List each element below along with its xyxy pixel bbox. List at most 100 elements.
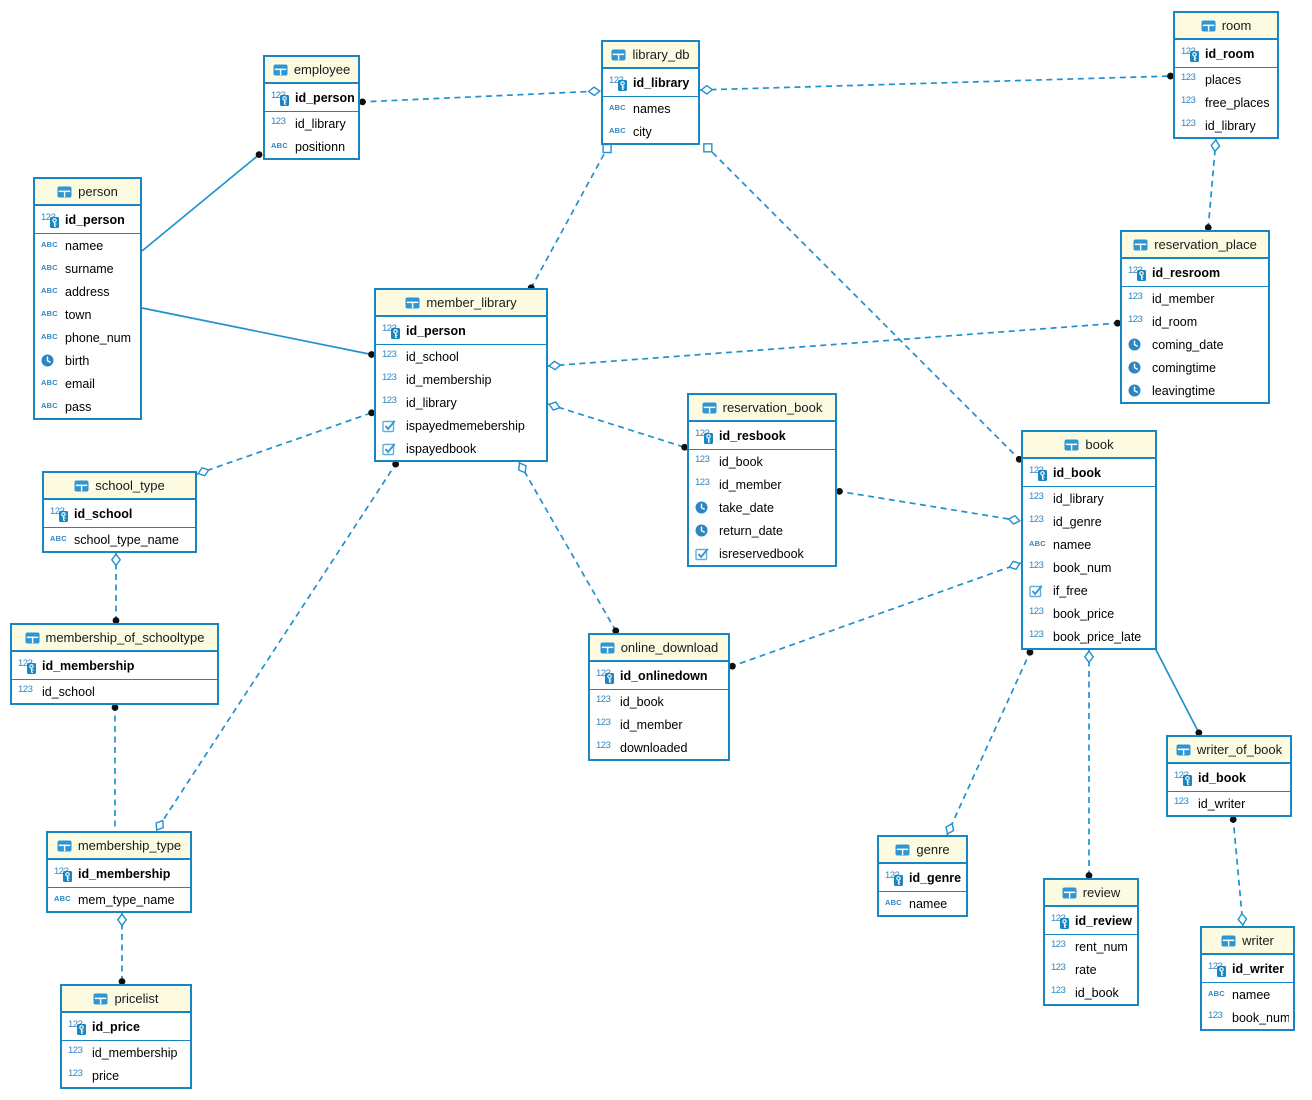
relationship-membership_of_schooltype-membership_type[interactable] bbox=[111, 704, 119, 831]
table-header[interactable]: writer bbox=[1202, 928, 1293, 955]
relationship-writer_of_book-writer[interactable] bbox=[1229, 816, 1248, 927]
relationship-person-employee[interactable] bbox=[141, 151, 263, 252]
table-header[interactable]: pricelist bbox=[62, 986, 190, 1013]
relationship-library_db-book[interactable] bbox=[703, 143, 1023, 463]
relationship-member_library-reservation_place[interactable] bbox=[547, 319, 1121, 371]
table-header[interactable]: membership_type bbox=[48, 833, 190, 860]
table-header[interactable]: reservation_place bbox=[1122, 232, 1268, 259]
field-row-leavingtime[interactable]: leavingtime bbox=[1122, 379, 1268, 402]
table-header[interactable]: review bbox=[1045, 880, 1137, 907]
field-row-ispayedbook[interactable]: ispayedbook bbox=[376, 437, 546, 460]
relationship-room-reservation_place[interactable] bbox=[1204, 138, 1221, 231]
relationship-library_db-member_library[interactable] bbox=[527, 143, 612, 292]
field-row-take_date[interactable]: take_date bbox=[689, 496, 835, 519]
relationship-member_library-reservation_book[interactable] bbox=[547, 401, 689, 451]
table-header[interactable]: online_download bbox=[590, 635, 728, 662]
table-header[interactable]: book bbox=[1023, 432, 1155, 459]
table-header[interactable]: member_library bbox=[376, 290, 546, 317]
relationship-online_download-book[interactable] bbox=[728, 560, 1022, 670]
table-header[interactable]: school_type bbox=[44, 473, 195, 500]
relationship-school_type-membership_of_schooltype[interactable] bbox=[110, 553, 122, 624]
relationship-reservation_book-book[interactable] bbox=[836, 488, 1022, 525]
table-header[interactable]: person bbox=[35, 179, 140, 206]
relationship-school_type-member_library[interactable] bbox=[196, 409, 376, 477]
table-header[interactable]: writer_of_book bbox=[1168, 737, 1290, 764]
table-header[interactable]: genre bbox=[879, 837, 966, 864]
relationship-library_db-room[interactable] bbox=[699, 72, 1174, 95]
field-row-ispayedmemebership[interactable]: ispayedmemebership bbox=[376, 414, 546, 437]
relationship-member_library-online_download[interactable] bbox=[517, 461, 620, 635]
table-header[interactable]: reservation_book bbox=[689, 395, 835, 422]
table-header[interactable]: library_db bbox=[603, 42, 698, 69]
field-row-coming_date[interactable]: coming_date bbox=[1122, 333, 1268, 356]
relationship-employee-library_db[interactable] bbox=[359, 86, 602, 106]
relationship-member_library-membership_type[interactable] bbox=[155, 460, 400, 832]
field-row-comingtime[interactable]: comingtime bbox=[1122, 356, 1268, 379]
relationship-person-member_library[interactable] bbox=[141, 307, 375, 358]
